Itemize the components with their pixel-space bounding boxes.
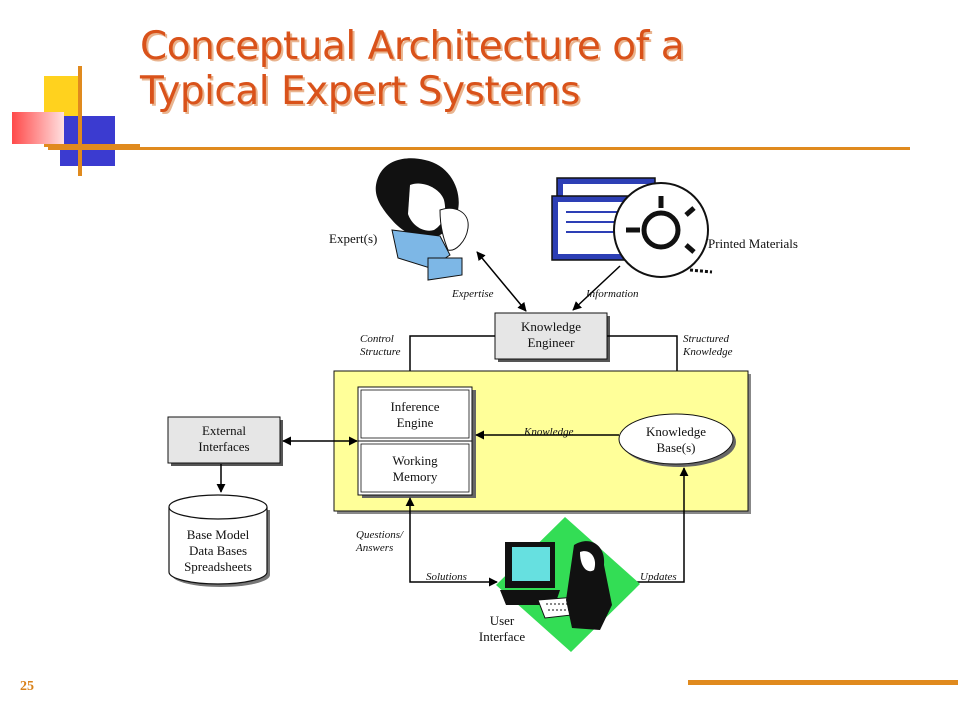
control-structure-label: Control bbox=[360, 333, 394, 345]
title-underline bbox=[48, 147, 910, 150]
expertise-arrow bbox=[476, 251, 527, 312]
footer-bar bbox=[688, 680, 958, 685]
knowledge-base-label: Knowledge bbox=[646, 424, 706, 439]
working-memory-label: Memory bbox=[393, 469, 438, 484]
solutions-arrow bbox=[405, 497, 498, 587]
working-memory-label: Working bbox=[392, 453, 438, 468]
user-workstation-icon bbox=[496, 517, 640, 652]
slide-title: Conceptual Architecture of a Typical Exp… bbox=[140, 24, 940, 114]
database-label: Data Bases bbox=[189, 543, 247, 558]
knowledge-engineer-label: Knowledge bbox=[521, 319, 581, 334]
control-structure-label: Structure bbox=[360, 346, 401, 358]
knowledge-engineer-label: Engineer bbox=[528, 335, 576, 350]
printed-materials-label: Printed Materials bbox=[708, 236, 798, 251]
working-memory-box: Working Memory bbox=[357, 440, 473, 496]
experts-label: Expert(s) bbox=[329, 231, 377, 246]
information-arrow bbox=[572, 265, 621, 311]
knowledge-engineer-box: Knowledge Engineer bbox=[494, 312, 610, 362]
printed-materials-icon bbox=[551, 177, 713, 278]
user-interface-label: Interface bbox=[479, 629, 525, 644]
questions-answers-label: Questions/ bbox=[356, 529, 404, 541]
knowledge-base-label: Base(s) bbox=[657, 440, 696, 455]
external-interfaces-label: Interfaces bbox=[198, 439, 249, 454]
expert-person-icon bbox=[375, 158, 469, 281]
control-structure-arrow bbox=[405, 335, 495, 387]
inference-engine-label: Inference bbox=[390, 399, 439, 414]
inference-engine-label: Engine bbox=[397, 415, 434, 430]
page-number: 25 bbox=[20, 679, 34, 694]
database-label: Base Model bbox=[187, 527, 250, 542]
database-label: Spreadsheets bbox=[184, 559, 252, 574]
database-cylinder: Base Model Data Bases Spreadsheets bbox=[168, 494, 270, 587]
information-label: Information bbox=[585, 288, 639, 300]
external-interfaces-box: External Interfaces bbox=[167, 416, 283, 466]
external-interfaces-label: External bbox=[202, 423, 246, 438]
solutions-label: Solutions bbox=[426, 571, 467, 583]
questions-answers-label: Answers bbox=[355, 542, 393, 554]
knowledge-base-node: Knowledge Base(s) bbox=[618, 413, 736, 467]
structured-knowledge-label: Structured bbox=[683, 333, 730, 345]
user-interface-label: User bbox=[490, 613, 515, 628]
updates-label: Updates bbox=[640, 571, 677, 583]
expertise-label: Expertise bbox=[451, 288, 494, 300]
title-line-1: Conceptual Architecture of a bbox=[140, 24, 685, 69]
logo-decoration bbox=[0, 60, 140, 180]
title-line-2: Typical Expert Systems bbox=[140, 69, 580, 115]
knowledge-label: Knowledge bbox=[523, 426, 574, 438]
structured-knowledge-label: Knowledge bbox=[682, 346, 733, 358]
